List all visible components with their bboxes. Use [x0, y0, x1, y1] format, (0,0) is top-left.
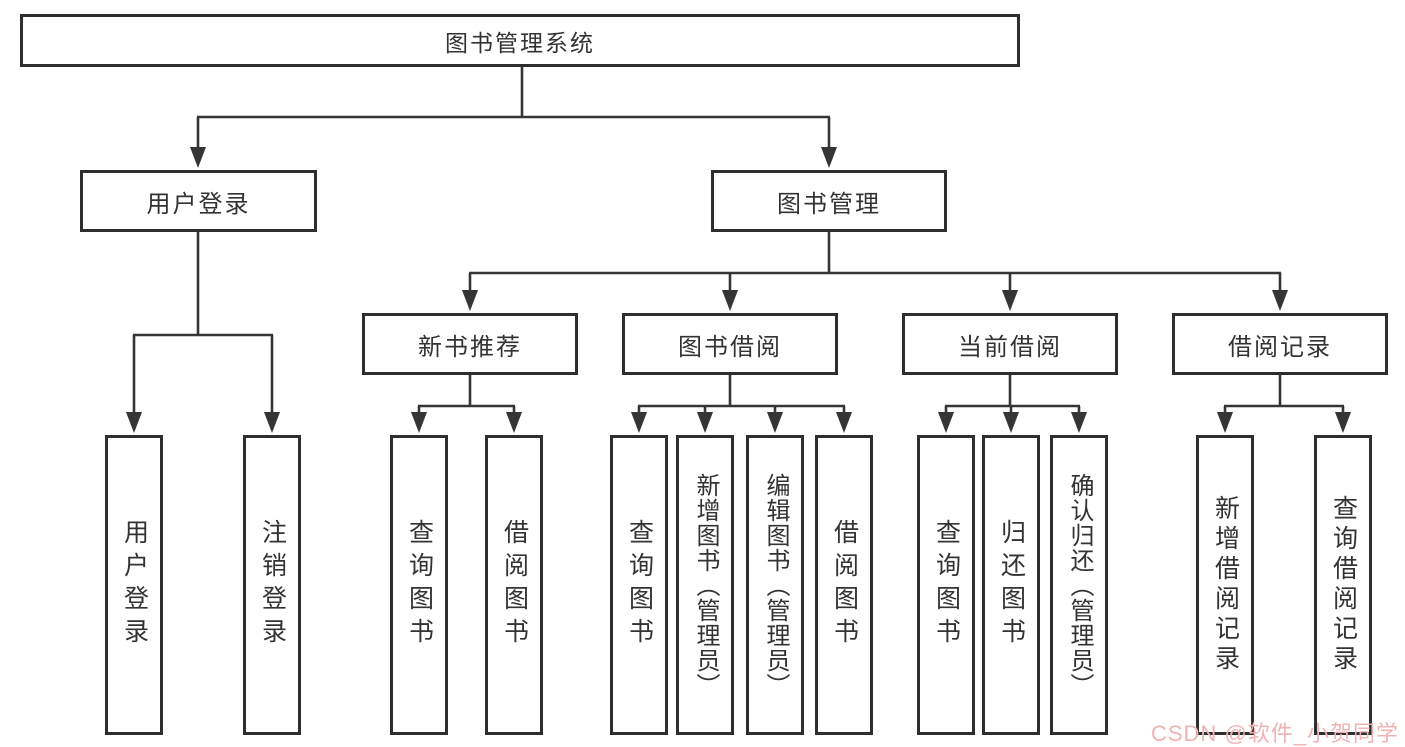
leaf-label: 查询借阅记录	[1329, 495, 1358, 675]
node-label: 图书管理系统	[445, 29, 595, 56]
leaf-label: 查询图书	[625, 519, 654, 651]
node-label: 借阅记录	[1228, 333, 1332, 361]
node-label: 图书管理	[777, 190, 881, 218]
node-label: 用户登录	[146, 190, 251, 218]
leaf-query-borrow-record: 查询借阅记录	[1314, 435, 1372, 735]
leaf-label: 查询图书	[932, 519, 961, 651]
node-book-management: 图书管理	[711, 170, 947, 232]
leaf-borrow-books-recommend: 借阅图书	[485, 435, 543, 735]
leaf-query-books-current: 查询图书	[917, 435, 975, 735]
node-label: 新书推荐	[418, 333, 522, 361]
node-label: 当前借阅	[958, 333, 1062, 361]
leaf-add-borrow-record: 新增借阅记录	[1196, 435, 1254, 735]
leaf-label: 新增图书（管理员）	[692, 472, 719, 698]
leaf-label: 用户登录	[120, 519, 149, 651]
leaf-edit-books-admin: 编辑图书（管理员）	[746, 435, 804, 735]
node-library-management-system: 图书管理系统	[20, 14, 1020, 67]
node-borrow-records: 借阅记录	[1172, 313, 1388, 375]
leaf-return-books: 归还图书	[982, 435, 1040, 735]
leaf-label: 归还图书	[997, 519, 1026, 651]
leaf-label: 查询图书	[405, 519, 434, 651]
leaf-user-login: 用户登录	[105, 435, 163, 735]
leaf-label: 编辑图书（管理员）	[762, 472, 789, 698]
leaf-label: 确认归还（管理员）	[1066, 472, 1093, 698]
leaf-label: 新增借阅记录	[1211, 495, 1240, 675]
leaf-query-books-recommend: 查询图书	[390, 435, 448, 735]
node-user-login-branch: 用户登录	[80, 170, 317, 232]
csdn-watermark: CSDN @软件_小贺同学	[1150, 721, 1399, 746]
leaf-label: 注销登录	[258, 519, 287, 651]
leaf-query-books-borrow: 查询图书	[610, 435, 668, 735]
node-new-book-recommend: 新书推荐	[362, 313, 578, 375]
leaf-label: 借阅图书	[500, 519, 529, 651]
leaf-label: 借阅图书	[830, 519, 859, 651]
node-current-borrow: 当前借阅	[902, 313, 1118, 375]
leaf-logout: 注销登录	[243, 435, 301, 735]
node-book-borrow: 图书借阅	[622, 313, 838, 375]
node-label: 图书借阅	[678, 333, 782, 361]
leaf-add-books-admin: 新增图书（管理员）	[676, 435, 734, 735]
leaf-confirm-return-admin: 确认归还（管理员）	[1050, 435, 1108, 735]
leaf-borrow-books: 借阅图书	[815, 435, 873, 735]
